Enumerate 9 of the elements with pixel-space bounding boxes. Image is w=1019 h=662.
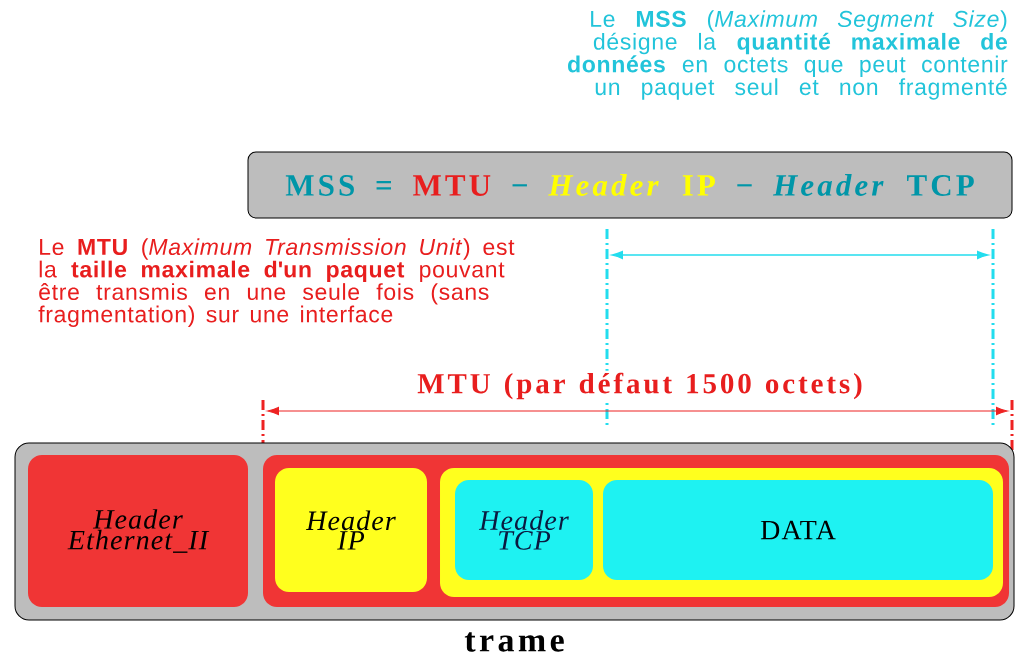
header-box: Header Ethernet_II: [28, 455, 248, 607]
header-box: Header IP: [275, 468, 427, 592]
data-box: DATA: [603, 480, 993, 580]
description-text: Le MTU (Maximum Transmission Unit) est la taille maximale d'un paquet pouvant être transmis en une seule fois (sans fragmentation) sur une interface: [38, 238, 515, 327]
formula-box: MSS = MTU − Header IP − Header TCP: [247, 151, 1013, 219]
header-box: Header TCP: [455, 480, 593, 580]
dimension-label: MTU (par défaut 1500 octets): [415, 370, 865, 402]
frame-caption: trame: [464, 632, 564, 652]
description-text: Le MSS (Maximum Segment Size) désigne la quantité maximale de données en octets que peut contenir un paquet seul et non fragmenté: [568, 10, 1008, 100]
